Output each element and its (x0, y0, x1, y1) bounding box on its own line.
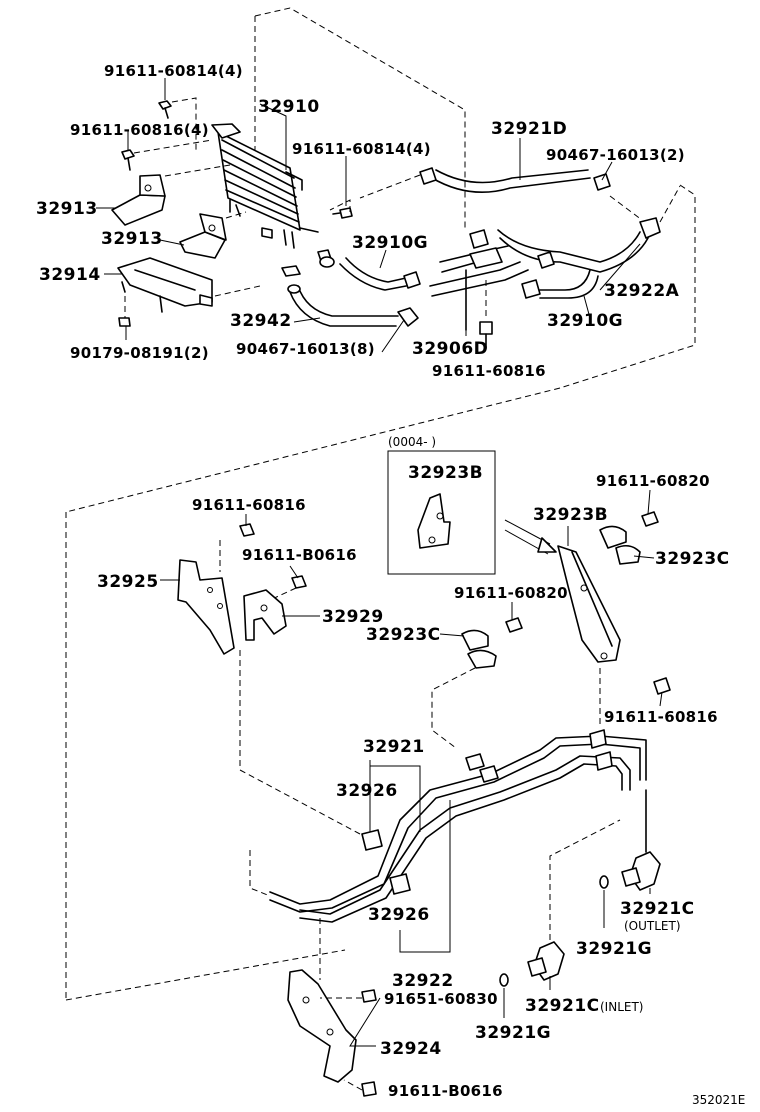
bolt-91611-B0616-a[interactable] (269, 575, 307, 601)
label-32923C-a: 32923C (655, 549, 730, 569)
label-91611-B0616-b: 91611-B0616 (388, 1082, 503, 1100)
label-32923B-inset: 32923B (408, 463, 483, 483)
hose-32921D[interactable] (359, 167, 611, 199)
part-labels: 91611-60814(4) 32910 91611-60816(4) 9161… (36, 62, 745, 1107)
leader-32921-b (370, 765, 421, 832)
gasket-32921G-b[interactable] (499, 973, 509, 1018)
label-32923B: 32923B (533, 505, 608, 525)
clamp-32923C-b[interactable] (431, 629, 497, 749)
diagram-code: 352021E (692, 1093, 745, 1107)
label-32925: 32925 (97, 572, 159, 592)
hose-32910G-b[interactable] (521, 269, 599, 299)
bolt-91611-60820-b[interactable] (505, 617, 523, 633)
bracket-32923B[interactable] (557, 545, 621, 663)
label-90179-08191-2: 90179-08191(2) (70, 344, 209, 362)
grommet-32926-b[interactable] (389, 873, 411, 895)
label-32926-b: 32926 (368, 905, 430, 925)
bolt-91611-60816-4[interactable] (121, 139, 213, 171)
label-32923C-b: 32923C (366, 625, 441, 645)
label-91651-60830: 91651-60830 (384, 990, 498, 1008)
label-outlet: (OUTLET) (624, 919, 681, 933)
label-91611-B0616-a: 91611-B0616 (242, 546, 357, 564)
inset-box (387, 450, 496, 575)
clamp-32929[interactable] (243, 589, 287, 641)
bolt-91611-60820-a[interactable] (641, 511, 659, 527)
bolt-91611-60814-top[interactable] (158, 97, 197, 150)
bracket-32914[interactable] (117, 257, 261, 313)
label-32921: 32921 (363, 737, 425, 757)
bolt-91611-B0616-b[interactable] (343, 1079, 377, 1097)
label-32906D: 32906D (412, 339, 488, 359)
guide-lower-left (249, 850, 271, 897)
label-91611-60820-a: 91611-60820 (596, 472, 710, 490)
label-91611-60816-top: 91611-60816 (432, 362, 546, 380)
label-32922: 32922 (392, 971, 454, 991)
top-enclosure (65, 7, 696, 1001)
oil-cooler-32910[interactable] (211, 123, 319, 249)
label-90467-16013-2: 90467-16013(2) (546, 146, 685, 164)
pipe-bracket-32906D[interactable] (429, 229, 555, 331)
label-90467-16013-8: 90467-16013(8) (236, 340, 375, 358)
label-32924: 32924 (380, 1039, 442, 1059)
label-32921G-b: 32921G (475, 1023, 551, 1043)
leader-lines (96, 78, 663, 1047)
label-91611-60814-top: 91611-60814(4) (104, 62, 243, 80)
hose-32910G-a[interactable] (319, 256, 421, 291)
label-32926-a: 32926 (336, 781, 398, 801)
label-32913-b: 32913 (101, 229, 163, 249)
bolt-91611-60814-mid[interactable] (329, 199, 353, 219)
label-32929: 32929 (322, 607, 384, 627)
gasket-32921G-a[interactable] (599, 875, 609, 928)
inset-arrow (504, 519, 557, 555)
bolt-91611-60816-top[interactable] (479, 321, 493, 349)
label-32910G-a: 32910G (352, 233, 428, 253)
pipe-32921[interactable] (269, 729, 647, 913)
label-32913-a: 32913 (36, 199, 98, 219)
label-91611-60814-mid: 91611-60814(4) (292, 140, 431, 158)
hose-32942[interactable] (287, 284, 419, 327)
label-32921G-a: 32921G (576, 939, 652, 959)
clamp-32923C-a[interactable] (599, 525, 641, 565)
bracket-32913-a[interactable] (111, 164, 231, 226)
leader-32922 (399, 800, 451, 953)
label-91611-60816-mid: 91611-60816 (192, 496, 306, 514)
label-32942: 32942 (230, 311, 292, 331)
label-32922A: 32922A (604, 281, 680, 301)
bracket-32925[interactable] (177, 540, 361, 835)
label-32910G-b: 32910G (547, 311, 623, 331)
bolt-91651-60830[interactable] (320, 989, 377, 1003)
grommet-32926-a[interactable] (361, 829, 383, 851)
hose-32922A[interactable] (497, 185, 681, 273)
pipe-32922[interactable] (299, 751, 631, 923)
union-32921C-outlet[interactable] (621, 789, 661, 891)
bracket-32913-b[interactable] (179, 211, 247, 259)
union-32921C-inlet[interactable] (527, 819, 621, 981)
label-91611-60820-b: 91611-60820 (454, 584, 568, 602)
label-32914: 32914 (39, 265, 101, 285)
bolt-91611-60816-right[interactable] (599, 668, 671, 724)
label-32921D: 32921D (491, 119, 567, 139)
label-91611-60816-4: 91611-60816(4) (70, 121, 209, 139)
label-32921C-inlet: 32921C (525, 996, 600, 1016)
label-32921C-outlet: 32921C (620, 899, 695, 919)
label-91611-60816-right: 91611-60816 (604, 708, 718, 726)
label-32910: 32910 (258, 97, 320, 117)
label-inset-range: (0004- ) (388, 435, 436, 449)
bolt-91611-60816-mid[interactable] (239, 523, 255, 537)
bracket-32924[interactable] (287, 918, 357, 1083)
bolt-90179-08191[interactable] (118, 296, 131, 327)
label-inlet: (INLET) (600, 1000, 643, 1014)
